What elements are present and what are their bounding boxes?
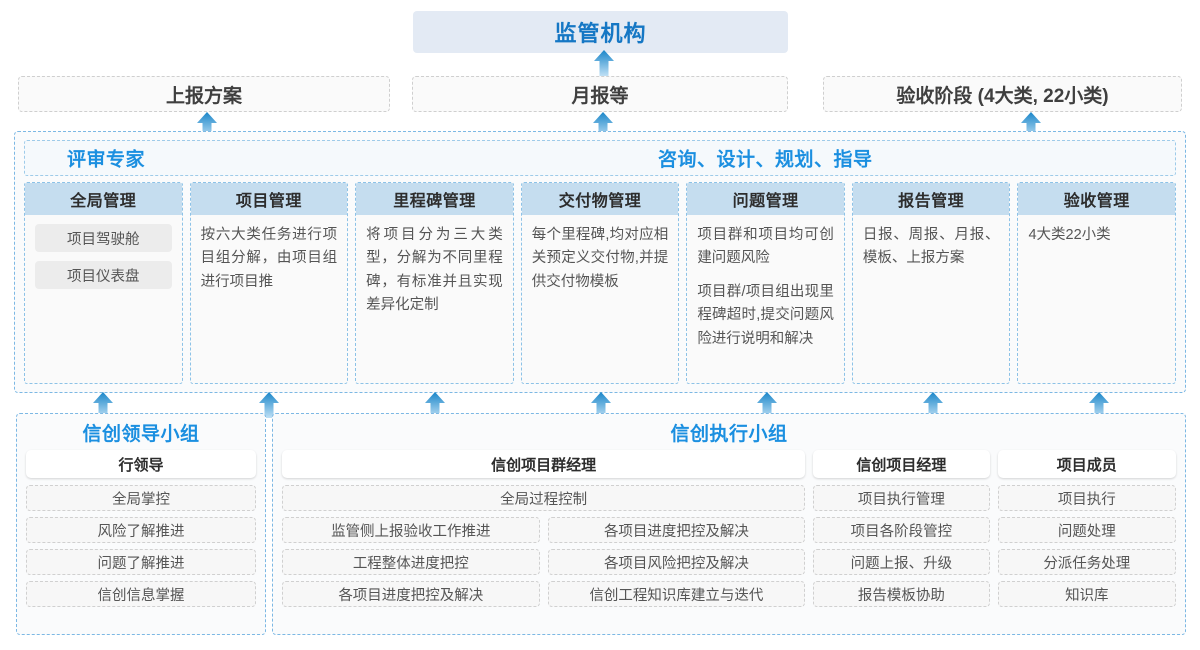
middle-section: 评审专家 咨询、设计、规划、指导 全局管理项目驾驶舱项目仪表盘项目管理按六大类任…: [14, 131, 1186, 393]
arrow-up-icon: [590, 392, 612, 418]
card-pill: 项目仪表盘: [35, 261, 172, 289]
card-paragraph: 项目群/项目组出现里程碑超时,提交问题风险进行说明和解决: [697, 283, 834, 347]
management-card: 问题管理项目群和项目均可创建问题风险项目群/项目组出现里程碑超时,提交问题风险进…: [686, 182, 845, 384]
role-header-project-member: 项目成员: [997, 450, 1176, 478]
management-card-list: 全局管理项目驾驶舱项目仪表盘项目管理按六大类任务进行项目组分解，由项目组进行项目…: [24, 182, 1177, 384]
arrow-up-icon: [1088, 392, 1110, 418]
card-paragraph: 项目群和项目均可创建问题风险: [697, 227, 834, 267]
arrow-up-icon: [1020, 112, 1042, 138]
management-card-title: 交付物管理: [521, 183, 679, 215]
task-item: 信创工程知识库建立与迭代: [547, 581, 806, 607]
arrow-up-icon: [593, 50, 615, 76]
management-card: 全局管理项目驾驶舱项目仪表盘: [24, 182, 183, 384]
card-paragraph: 每个里程碑,均对应相关预定义交付物,并提供交付物模板: [531, 227, 669, 290]
leadership-group-box: 信创领导小组 行领导 全局掌控风险了解推进问题了解推进信创信息掌握: [16, 413, 266, 635]
arrow-up-icon: [424, 392, 446, 418]
task-item: 问题了解推进: [26, 549, 256, 575]
arrow-up-icon: [592, 112, 614, 138]
management-card: 里程碑管理将项目分为三大类型，分解为不同里程碑，有标准并且实现差异化定制: [355, 182, 514, 384]
task-item: 分派任务处理: [997, 549, 1176, 575]
middle-header-left-label: 评审专家: [67, 149, 146, 171]
program-manager-task-list-left: 监管侧上报验收工作推进工程整体进度把控各项目进度把控及解决: [282, 517, 540, 607]
task-item: 全局过程控制: [282, 485, 806, 511]
role-header-project-manager: 信创项目经理: [813, 450, 990, 478]
task-item: 各项目进度把控及解决: [547, 517, 806, 543]
leadership-task-list: 全局掌控风险了解推进问题了解推进信创信息掌握: [26, 485, 256, 607]
task-item: 项目执行: [997, 485, 1176, 511]
project-member-column: 项目成员 项目执行问题处理分派任务处理知识库: [997, 450, 1176, 607]
top-box-report-plan: 上报方案: [18, 76, 390, 112]
role-header-program-manager: 信创项目群经理: [282, 450, 806, 478]
task-item: 各项目进度把控及解决: [282, 581, 540, 607]
task-item: 工程整体进度把控: [282, 549, 540, 575]
management-card: 报告管理日报、周报、月报、模板、上报方案: [851, 182, 1011, 384]
top-box-label: 验收阶段 (4大类, 22小类): [896, 85, 1109, 107]
leadership-group-title: 信创领导小组: [82, 424, 200, 445]
management-card-body: 日报、周报、月报、模板、上报方案: [853, 215, 1010, 383]
task-item: 问题上报、升级: [813, 549, 990, 575]
task-item: 报告模板协助: [813, 581, 990, 607]
task-item: 信创信息掌握: [26, 581, 256, 607]
middle-section-header: 评审专家 咨询、设计、规划、指导: [24, 140, 1176, 176]
management-card-title: 里程碑管理: [356, 183, 513, 215]
project-member-task-list: 项目执行问题处理分派任务处理知识库: [997, 485, 1176, 607]
card-paragraph: 按六大类任务进行项目组分解，由项目组进行项目推: [200, 227, 338, 290]
management-card-title: 项目管理: [190, 183, 348, 215]
card-paragraph: 日报、周报、月报、模板、上报方案: [862, 227, 1000, 267]
regulator-banner: 监管机构: [413, 11, 788, 53]
task-item: 知识库: [997, 581, 1176, 607]
management-card: 交付物管理每个里程碑,均对应相关预定义交付物,并提供交付物模板: [520, 182, 680, 384]
top-box-monthly-report: 月报等: [412, 76, 788, 112]
arrow-up-icon: [258, 392, 280, 418]
arrow-up-icon: [92, 392, 114, 418]
management-card-title: 验收管理: [1018, 183, 1176, 215]
project-manager-task-list: 项目执行管理项目各阶段管控问题上报、升级报告模板协助: [813, 485, 990, 607]
card-pill: 项目驾驶舱: [35, 224, 172, 252]
management-card-body: 项目群和项目均可创建问题风险项目群/项目组出现里程碑超时,提交问题风险进行说明和…: [687, 215, 844, 383]
task-item: 监管侧上报验收工作推进: [282, 517, 540, 543]
task-item: 各项目风险把控及解决: [547, 549, 806, 575]
task-item: 项目执行管理: [813, 485, 990, 511]
execution-group-box: 信创执行小组 信创项目群经理 全局过程控制 监管侧上报验收工作推进工程整体进度把…: [272, 413, 1186, 635]
program-manager-task-list-right: 各项目进度把控及解决各项目风险把控及解决信创工程知识库建立与迭代: [547, 517, 806, 607]
task-item: 问题处理: [997, 517, 1176, 543]
program-manager-column: 信创项目群经理 全局过程控制 监管侧上报验收工作推进工程整体进度把控各项目进度把…: [282, 450, 806, 607]
management-card: 项目管理按六大类任务进行项目组分解，由项目组进行项目推: [189, 182, 349, 384]
arrow-up-icon: [922, 392, 944, 418]
project-manager-column: 信创项目经理 项目执行管理项目各阶段管控问题上报、升级报告模板协助: [813, 450, 990, 607]
task-item: 项目各阶段管控: [813, 517, 990, 543]
card-paragraph: 4大类22小类: [1028, 227, 1111, 243]
middle-header-center-label: 咨询、设计、规划、指导: [658, 149, 873, 171]
management-card-title: 问题管理: [687, 183, 844, 215]
top-box-label: 上报方案: [165, 85, 242, 107]
management-card-title: 报告管理: [852, 183, 1010, 215]
management-card: 验收管理 4大类22小类: [1017, 182, 1177, 384]
execution-group-title: 信创执行小组: [670, 424, 788, 445]
management-card-body: 将项目分为三大类型，分解为不同里程碑，有标准并且实现差异化定制: [356, 215, 513, 383]
management-card-body: 项目驾驶舱项目仪表盘: [25, 215, 182, 383]
arrow-up-icon: [196, 112, 218, 138]
card-paragraph: 将项目分为三大类型，分解为不同里程碑，有标准并且实现差异化定制: [366, 227, 503, 314]
task-item: 全局掌控: [26, 485, 256, 511]
regulator-label: 监管机构: [554, 21, 647, 46]
top-box-acceptance-stage: 验收阶段 (4大类, 22小类): [823, 76, 1182, 112]
management-card-body: 4大类22小类: [1018, 215, 1175, 383]
role-header-bank-leader: 行领导: [26, 450, 256, 478]
management-card-title: 全局管理: [25, 183, 182, 215]
management-card-body: 每个里程碑,均对应相关预定义交付物,并提供交付物模板: [522, 215, 679, 383]
arrow-up-icon: [756, 392, 778, 418]
task-item: 风险了解推进: [26, 517, 256, 543]
management-card-body: 按六大类任务进行项目组分解，由项目组进行项目推: [191, 215, 348, 383]
top-box-label: 月报等: [571, 85, 629, 107]
